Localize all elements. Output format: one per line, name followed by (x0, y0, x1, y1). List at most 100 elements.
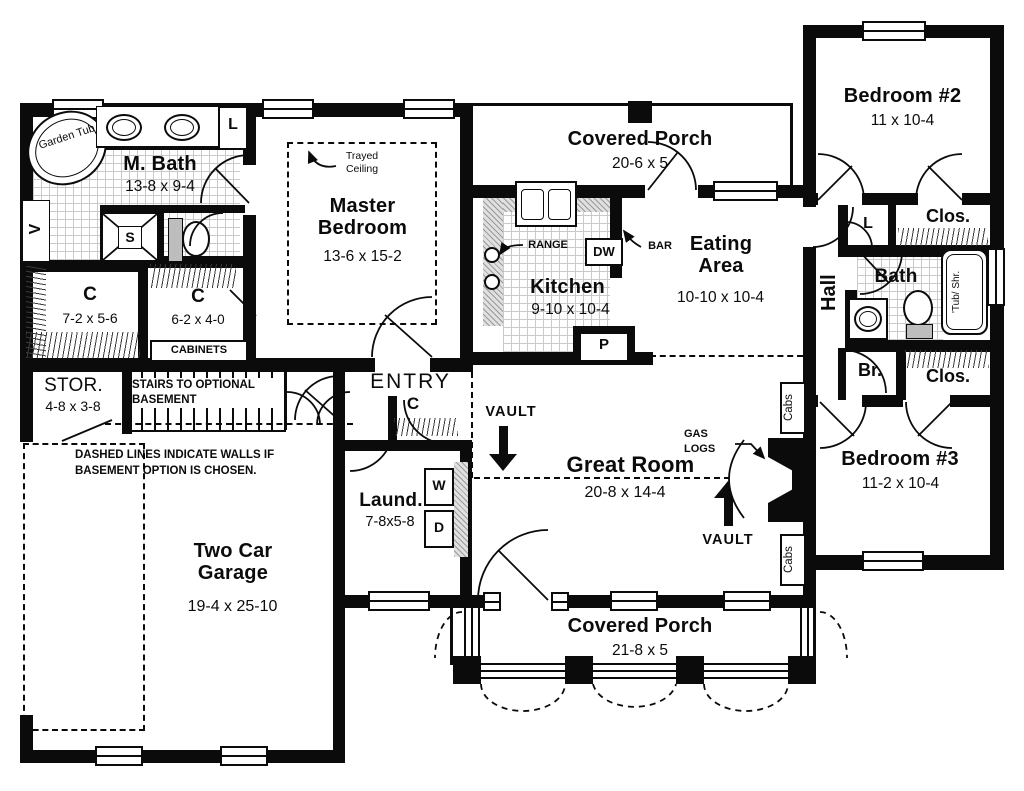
sink-inner (859, 311, 877, 327)
window-sidelite (483, 592, 501, 611)
shower-label: S (125, 229, 135, 245)
stor-name: STOR. (44, 375, 103, 396)
wall (138, 260, 148, 360)
porch-top-name: Covered Porch (567, 128, 713, 150)
cabs-bottom-label: Cabs (783, 546, 795, 574)
porch-steps (464, 608, 482, 658)
wall (845, 340, 1003, 352)
mbath-dims: 13-8 x 9-4 (125, 178, 195, 195)
laundry-name: Laund. (359, 490, 423, 511)
porch-steps (800, 608, 818, 658)
gas-logs-label: GAS LOGS (684, 428, 716, 456)
vanity-niche (22, 200, 50, 262)
window-sidelite (551, 592, 569, 611)
pantry-box (573, 326, 635, 362)
sink-inner (112, 119, 136, 136)
wall (950, 395, 1003, 407)
dryer-label: D (433, 519, 445, 535)
wall (122, 372, 132, 434)
cabs-top-label: Cabs (783, 394, 795, 422)
tub-shower-inner (946, 254, 983, 330)
wall (158, 208, 164, 263)
porch-column (565, 656, 593, 684)
wall (345, 440, 460, 451)
vanity-label: V (27, 223, 44, 235)
basement-option-line (650, 355, 803, 357)
window (987, 248, 1005, 306)
wall (803, 182, 816, 207)
kitchen-dims: 9-10 x 10-4 (531, 301, 610, 318)
bar-label: BAR (648, 240, 672, 252)
wall (803, 25, 816, 207)
wall (20, 372, 33, 442)
vault-up-arrow-head (714, 481, 742, 498)
wall (862, 395, 903, 407)
vault-down-arrow-head (489, 454, 517, 471)
cabs-bottom-box (780, 534, 806, 586)
toilet-tank (906, 324, 933, 339)
window (403, 99, 455, 119)
toilet-tank (168, 218, 183, 262)
wall (698, 185, 713, 198)
washer-label: W (432, 477, 446, 493)
linen-label: L (228, 116, 238, 133)
window (862, 551, 924, 571)
eating-dims: 10-10 x 10-4 (676, 289, 765, 306)
bedroom3-dims: 11-2 x 10-4 (861, 475, 940, 492)
clos-bedroom2-label: Clos. (925, 206, 970, 226)
range-burner (484, 274, 500, 290)
wall (20, 358, 375, 372)
window (262, 99, 314, 119)
closet2-dims: 6-2 x 4-0 (171, 312, 225, 327)
wall (100, 205, 245, 213)
window (862, 21, 926, 41)
window (723, 591, 771, 611)
laundry-counter (454, 462, 468, 557)
entry-name: ENTRY (370, 370, 451, 393)
porch-bottom-dims: 21-8 x 5 (611, 642, 668, 659)
eating-name: Eating Area (689, 233, 753, 278)
porch-column (628, 101, 652, 123)
kitchen-name: Kitchen (530, 276, 605, 298)
range-label: RANGE (528, 239, 568, 251)
window (713, 181, 778, 201)
window (95, 746, 143, 766)
closet-rod-hatch (26, 332, 140, 358)
pantry-label: P (598, 336, 609, 353)
trayed-ceiling-label: Trayed Ceiling (345, 150, 379, 176)
laundry-dims: 7-8x5-8 (365, 514, 415, 530)
basement-option-walls (23, 443, 145, 731)
wall (862, 193, 918, 205)
closet-rod-hatch (394, 418, 458, 436)
wall (460, 103, 473, 372)
porch-railing (704, 663, 788, 679)
toilet-bowl (182, 221, 210, 257)
master-trayed-ceiling-outline (287, 142, 437, 325)
cabinets-box (150, 340, 248, 362)
bath2-name: Bath (874, 266, 918, 287)
mbath-name: M. Bath (123, 153, 197, 175)
sink-inner (170, 119, 194, 136)
closet1-label: C (83, 284, 97, 305)
porch-column (788, 656, 816, 684)
wall (333, 358, 345, 763)
window (610, 591, 658, 611)
vault-up-arrow (724, 498, 733, 526)
stor-dims: 4-8 x 3-8 (45, 398, 101, 414)
garage-dims: 19-4 x 25-10 (187, 598, 278, 615)
dishwasher-label: DW (593, 244, 615, 259)
tub-shower-label: 'Tub/ Shr. (951, 270, 962, 314)
vanity-edge (98, 146, 248, 150)
clos-bedroom3-label: Clos. (925, 366, 970, 386)
porch-column (453, 656, 481, 684)
closet-rod-hatch (150, 264, 236, 288)
linen-hall-label: L (863, 215, 873, 232)
wall (20, 260, 148, 272)
washer-box (424, 468, 454, 506)
wall (888, 205, 896, 255)
br-closet-label: Br. (857, 360, 882, 380)
porch-top-dims: 20-6 x 5 (611, 155, 668, 172)
vault-left-label: VAULT (485, 404, 537, 420)
bedroom2-name: Bedroom #2 (843, 85, 962, 107)
cabs-top-box (780, 382, 806, 434)
